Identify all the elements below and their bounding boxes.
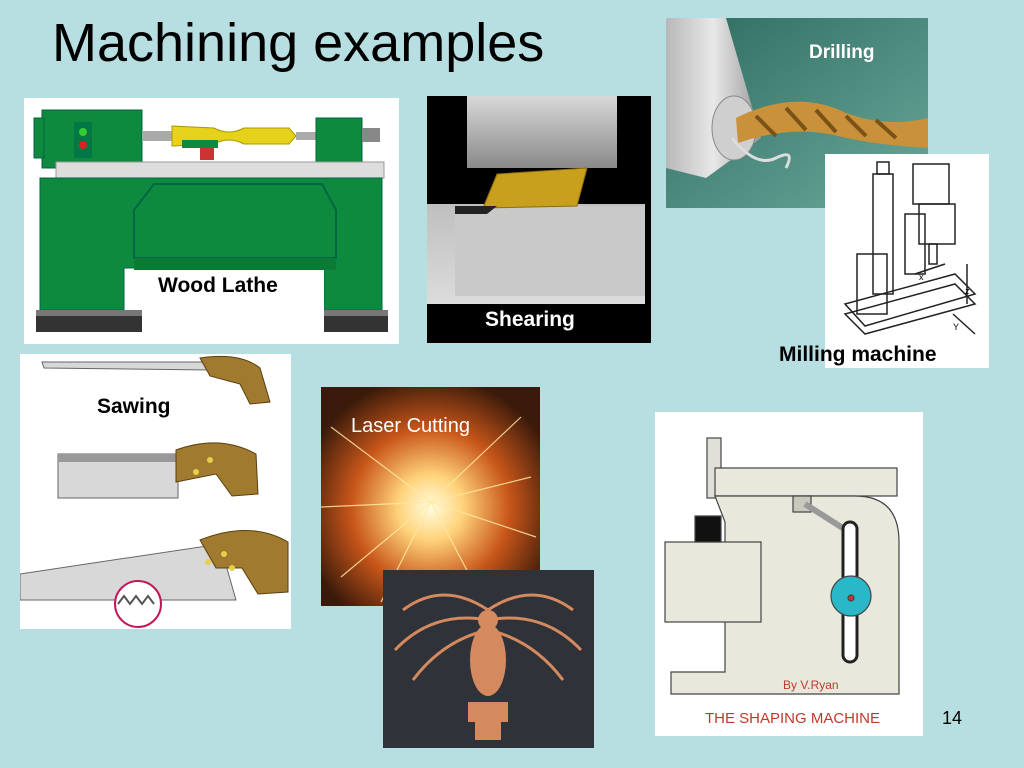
laser-cut-bird-image	[383, 570, 594, 748]
milling-machine-image: x z Y	[825, 154, 989, 368]
drilling-caption: Drilling	[809, 42, 875, 63]
sawing-image: Sawing	[20, 354, 291, 629]
shearing-caption: Shearing	[485, 308, 575, 331]
svg-text:x: x	[919, 272, 924, 282]
shearing-image: Shearing	[427, 96, 651, 343]
laser-cutting-caption: Laser Cutting	[351, 415, 470, 437]
wood-lathe-caption: Wood Lathe	[158, 274, 278, 297]
sawing-caption: Sawing	[97, 395, 171, 418]
shaping-machine-caption: THE SHAPING MACHINE	[705, 710, 881, 727]
laser-cutting-image: Laser Cutting	[321, 387, 540, 606]
page-number: 14	[941, 708, 962, 728]
wood-lathe-image: Wood Lathe	[24, 98, 399, 344]
svg-text:z: z	[965, 286, 970, 296]
milling-machine-caption: Milling machine	[779, 343, 937, 366]
slide-title: Machining examples	[52, 13, 545, 73]
shaping-machine-credit: By V.Ryan	[783, 678, 839, 692]
svg-text:Y: Y	[953, 322, 959, 332]
shaping-machine-image: By V.Ryan THE SHAPING MACHINE	[655, 412, 923, 736]
